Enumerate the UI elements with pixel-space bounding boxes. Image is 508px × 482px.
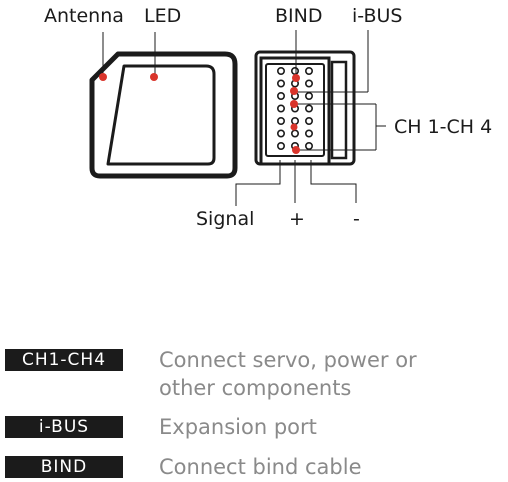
connector-pin-block [265,63,325,157]
connector-pin [276,129,285,138]
bind-label: BIND [275,5,322,27]
connector-pin [276,67,285,76]
legend-tag-bind: BIND [5,456,123,478]
connector-pins [276,67,313,151]
minus-label: - [353,208,360,230]
signal-label: Signal [196,208,254,230]
bind-marker [292,74,300,82]
legend-desc-bind: Connect bind cable [159,455,362,479]
signal-callout-line [235,160,281,206]
antenna-marker [99,73,107,81]
connector-pin [276,104,285,113]
legend-desc-ibus: Expansion port [159,415,317,439]
legend-tag-ibus: i-BUS [5,416,123,438]
connector-pin [276,117,285,126]
minus-callout-line [310,160,357,203]
channels-label: CH 1-CH 4 [394,116,492,138]
connector-pin [304,117,313,126]
channel-marker-2 [290,123,298,131]
connector-pin [304,79,313,88]
connector-pin [304,129,313,138]
legend-row-channels: CH1-CH4 Connect servo, power or other co… [5,348,479,402]
connector-pin [304,92,313,101]
antenna-label: Antenna [44,5,124,27]
led-marker [150,73,158,81]
receiver-diagram: Antenna LED BIND i-BUS CH 1-CH 4 Signal … [44,5,492,230]
receiver-side-face [106,64,216,166]
legend-tag-channels: CH1-CH4 [5,349,123,371]
connector-pin [304,104,313,113]
channel-marker-3 [292,146,300,154]
ibus-marker [290,87,298,95]
legend-desc-channels: Connect servo, power or other components [159,348,417,400]
ibus-label: i-BUS [352,5,402,27]
receiver-side-body [89,51,238,179]
connector-pin [304,142,313,151]
connector-pin [276,92,285,101]
led-label: LED [144,5,181,27]
connector-outer [254,50,356,166]
plus-label: + [289,208,305,230]
channel-marker-1 [290,100,298,108]
connector-pin [304,67,313,76]
connector-pin [276,142,285,151]
connector-pin [276,79,285,88]
legend-row-ibus: i-BUS Expansion port [5,415,479,441]
connector-side-tab [330,60,348,160]
legend-row-bind: BIND Connect bind cable [5,455,479,481]
